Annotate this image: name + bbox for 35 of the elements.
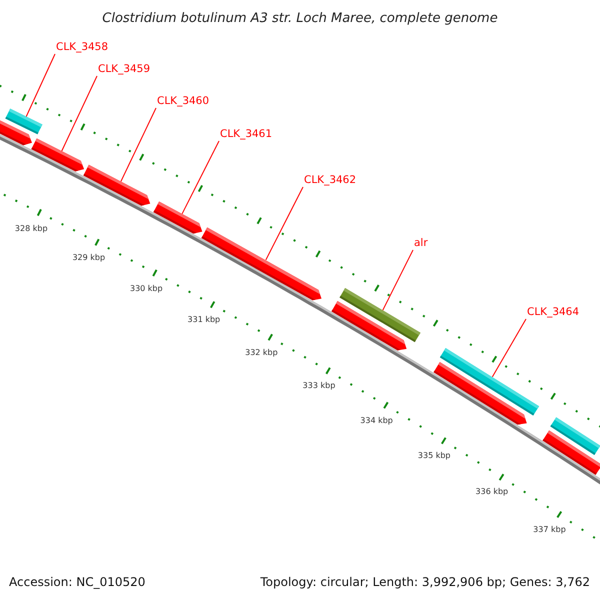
gene-label: CLK_3464 [527, 306, 580, 319]
leader-line [492, 318, 526, 378]
leader-line [382, 250, 414, 311]
position-label: 332 kbp [245, 348, 278, 358]
gene-label: alr [414, 237, 428, 250]
position-label: 330 kbp [130, 284, 163, 294]
genome-stats-text: Topology: circular; Length: 3,992,906 bp; Genes: 3,762 [260, 574, 590, 591]
accession-text: Accession: NC_010520 [9, 574, 146, 591]
leader-line [61, 76, 98, 152]
gene-label: CLK_3459 [98, 63, 150, 76]
gene-block [434, 362, 527, 425]
leader-line [120, 108, 156, 182]
position-label: 336 kbp [476, 487, 508, 498]
position-label: 331 kbp [188, 315, 220, 326]
position-label: 333 kbp [302, 381, 336, 392]
gene-block [542, 430, 600, 475]
position-label: 329 kbp [72, 253, 106, 264]
gene-block [31, 138, 84, 172]
position-label: 334 kbp [360, 416, 393, 426]
gene-label: CLK_3461 [220, 128, 272, 141]
title: Clostridium botulinum A3 str. Loch Maree, complete genome [101, 10, 499, 28]
leader-line [182, 140, 220, 214]
gene-label: CLK_3460 [157, 95, 210, 108]
gene-block [332, 301, 407, 350]
leader-line [26, 54, 56, 117]
position-label: 328 kbp [14, 224, 48, 234]
gene-block [0, 118, 32, 146]
gene-block [153, 202, 202, 234]
position-label: 337 kbp [533, 524, 566, 535]
gene-block [83, 164, 150, 206]
position-label: 335 kbp [418, 451, 450, 462]
leader-line [265, 186, 304, 260]
gene-label: CLK_3458 [56, 41, 108, 54]
gene-block [201, 227, 322, 300]
gene-label: CLK_3462 [304, 174, 356, 187]
